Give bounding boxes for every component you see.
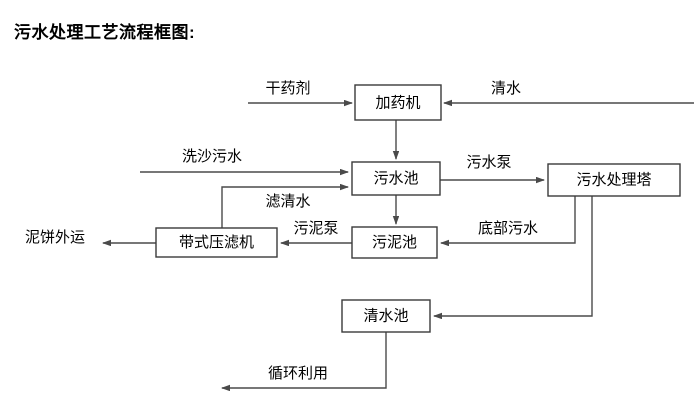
edge-clean-water-in: 清水 xyxy=(443,80,694,107)
edge-label-recycle: 循环利用 xyxy=(268,365,328,382)
node-label-treatment-tower: 污水处理塔 xyxy=(576,171,651,188)
node-label-belt-press: 带式压滤机 xyxy=(179,234,254,251)
edge-tower-to-clear xyxy=(433,196,593,320)
edge-sludge-pump: 污泥泵 xyxy=(280,220,352,247)
edge-sand-wash-in: 洗沙污水 xyxy=(140,148,349,176)
node-sludge-pool[interactable]: 污泥池 xyxy=(351,226,438,259)
edge-recycle-out: 循环利用 xyxy=(221,332,387,392)
edge-label-clean-water: 清水 xyxy=(491,80,521,97)
node-belt-press[interactable]: 带式压滤机 xyxy=(155,227,278,258)
node-label-clear-pool: 清水池 xyxy=(363,307,408,324)
node-sewage-pool[interactable]: 污水池 xyxy=(351,161,441,196)
edge-bottom-sewage: 底部污水 xyxy=(440,196,576,247)
edge-label-dry-chemical: 干药剂 xyxy=(265,80,310,97)
edge-mud-cake-out: 泥饼外运 xyxy=(25,229,156,247)
edge-label-sludge-pump: 污泥泵 xyxy=(293,220,338,237)
edge-dry-chemical-in: 干药剂 xyxy=(248,80,353,107)
edge-label-bottom-sewage: 底部污水 xyxy=(478,220,538,237)
node-label-dosing-machine: 加药机 xyxy=(375,94,420,111)
edge-label-sewage-pump: 污水泵 xyxy=(466,154,511,171)
edge-label-sand-wash: 洗沙污水 xyxy=(182,148,242,165)
node-treatment-tower[interactable]: 污水处理塔 xyxy=(547,163,681,197)
edge-filtrate-return: 滤清水 xyxy=(221,183,349,228)
edge-label-filtrate: 滤清水 xyxy=(265,193,310,210)
node-clear-pool[interactable]: 清水池 xyxy=(341,299,431,333)
node-label-sewage-pool: 污水池 xyxy=(373,170,418,187)
edge-label-mud-cake: 泥饼外运 xyxy=(25,229,85,246)
node-label-sludge-pool: 污泥池 xyxy=(372,234,417,251)
node-dosing-machine[interactable]: 加药机 xyxy=(354,84,442,121)
page-title: 污水处理工艺流程框图: xyxy=(14,23,196,42)
edge-sewage-pump: 污水泵 xyxy=(440,154,545,184)
